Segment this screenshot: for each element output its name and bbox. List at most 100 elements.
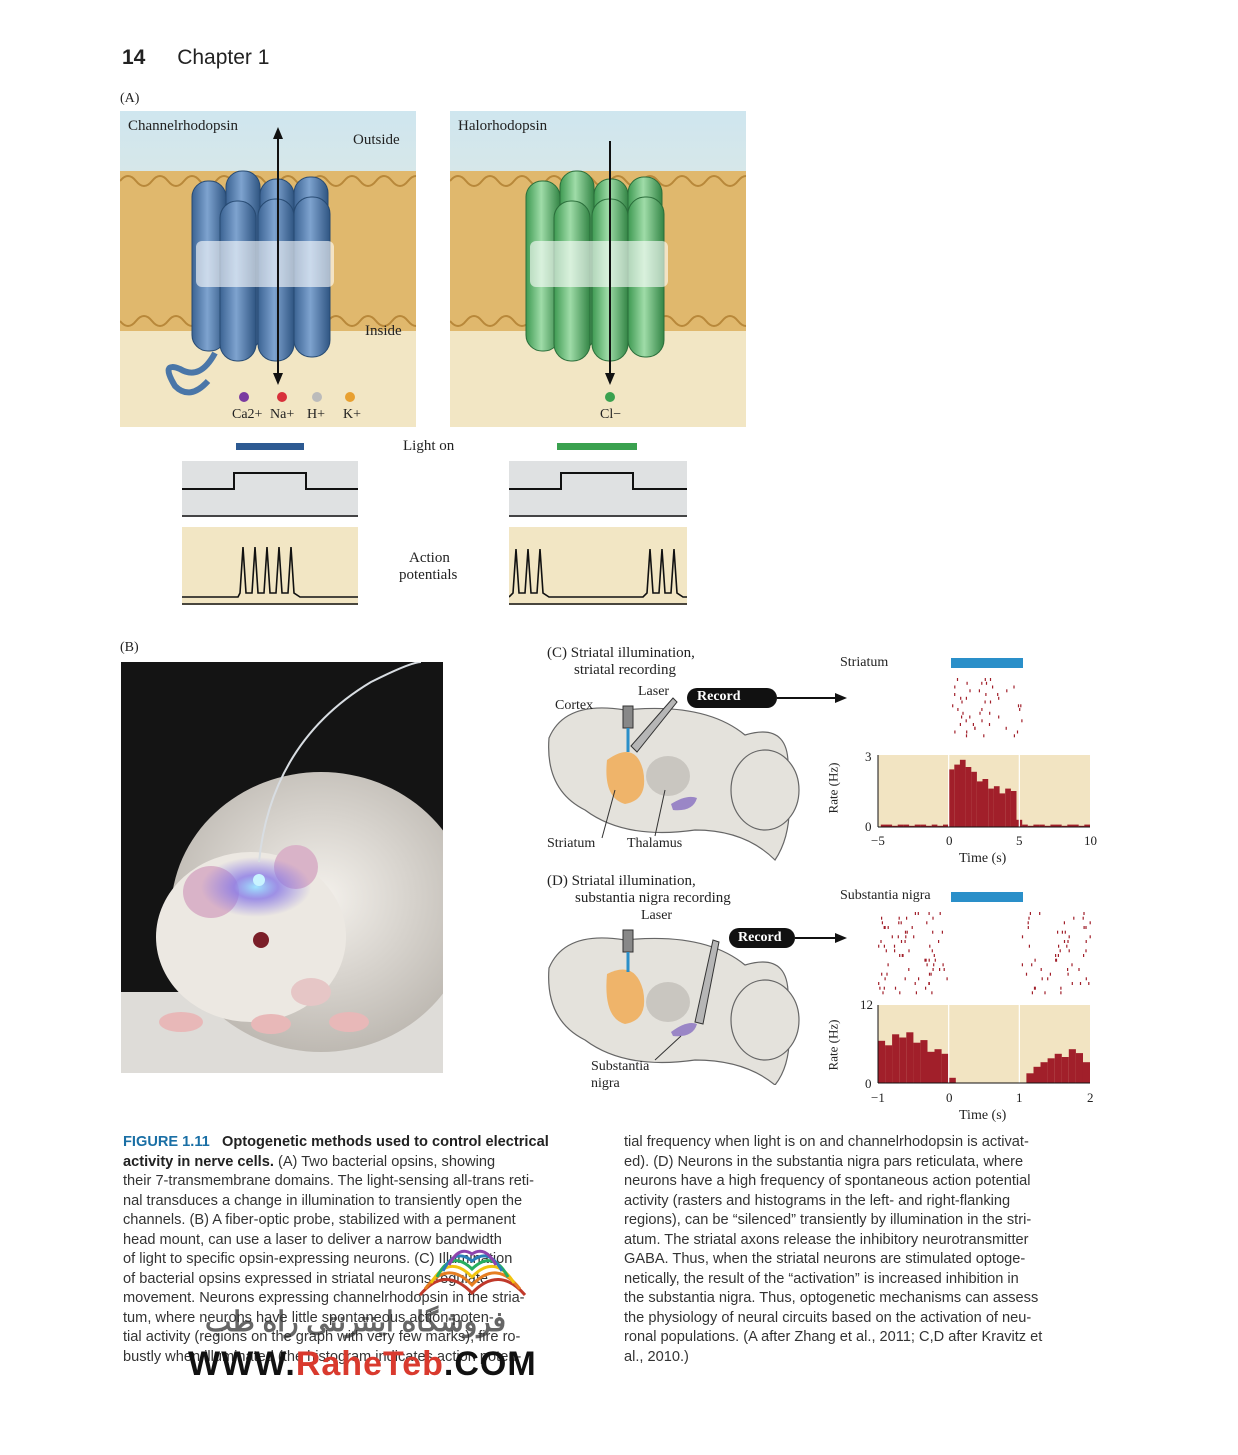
histogram-bar	[1047, 1058, 1055, 1083]
chart-c-xtick-3: 10	[1084, 833, 1097, 848]
raster-d	[878, 912, 1091, 995]
caption-heading: FIGURE 1.11 Optogenetic methods used to …	[123, 1133, 601, 1172]
histogram-bar	[993, 786, 1000, 827]
panel-a-label: (A)	[120, 91, 140, 106]
light-bar-d	[951, 892, 1023, 902]
chart-d-xtick-2: 1	[1016, 1090, 1023, 1105]
outside-label: Outside	[353, 132, 400, 148]
histogram-bar	[943, 824, 949, 827]
sn-label-line2: nigra	[591, 1076, 620, 1091]
histogram-bar	[897, 824, 904, 827]
histogram-bar	[1068, 1049, 1076, 1083]
halorhodopsin-figure: Halorhodopsin Cl−	[450, 111, 746, 427]
histogram-bar	[880, 824, 887, 827]
histogram-bar	[948, 1077, 956, 1083]
caption-line: (A) Two bacterial opsins, showing	[277, 1153, 496, 1170]
chart-d-ytick-top: 12	[860, 997, 873, 1012]
chart-c-ytick-zero: 0	[865, 819, 872, 834]
ion-na: Na+	[270, 407, 295, 422]
ion-k: K+	[343, 407, 362, 422]
substantia-nigra-label: Substantia nigra	[591, 1058, 649, 1092]
chart-c-xtick-2: 5	[1016, 833, 1023, 848]
caption-line: of light to specific opsin-expressing ne…	[123, 1251, 513, 1267]
histogram-bar	[954, 764, 960, 827]
histogram-bar	[1010, 791, 1017, 827]
watermark-suffix: .COM	[443, 1345, 537, 1383]
chart-d-xtick-1: 0	[946, 1090, 953, 1105]
histogram-bar	[1078, 825, 1085, 827]
histogram-bar	[999, 793, 1006, 827]
histogram-bar	[931, 824, 938, 827]
laser-label-d: Laser	[641, 908, 673, 923]
ion-ca: Ca2+	[232, 407, 263, 422]
histogram-bar	[878, 1040, 886, 1084]
histogram-bar	[1033, 824, 1040, 827]
raster-c	[952, 678, 1023, 738]
histogram-bar	[892, 825, 898, 827]
channelrhodopsin-illustration	[120, 111, 416, 427]
chart-d-ylabel: Rate (Hz)	[825, 1019, 841, 1071]
record-label-d: Record	[738, 930, 782, 945]
panel-d-title-line2: substantia nigra recording	[575, 890, 731, 906]
caption-line: neurons have a high frequency of spontan…	[624, 1173, 1031, 1189]
histogram-bar	[1005, 788, 1011, 827]
histogram-bar	[1073, 824, 1079, 827]
histogram-bar	[982, 779, 989, 827]
caption-line: tum, where neurons have little spontaneo…	[123, 1309, 494, 1326]
histogram-chart-c	[877, 755, 1090, 828]
light-on-label: Light on	[403, 438, 455, 454]
laser-label-c: Laser	[638, 684, 670, 699]
chart-d-xlabel: Time (s)	[959, 1108, 1007, 1123]
histogram-bar	[920, 1040, 928, 1083]
panel-c-title-line1: (C) Striatal illumination,	[547, 645, 695, 661]
inside-label: Inside	[365, 323, 402, 339]
caption-line: ed). (D) Neurons in the substantia nigra…	[624, 1153, 1024, 1170]
histogram-bar	[988, 788, 994, 827]
page-header: 14 Chapter 1	[122, 46, 269, 70]
figure-title: Optogenetic methods used to control elec…	[123, 1134, 549, 1170]
caption-line: tial activity (regions on the graph with…	[123, 1329, 521, 1345]
caption-line: head mount, can use a laser to deliver a…	[123, 1231, 502, 1248]
histogram-bar	[886, 824, 893, 827]
light-on-bar-green	[557, 443, 637, 450]
histogram-bar	[1050, 824, 1057, 827]
caption-line: bustly when illuminated (the histogram i…	[123, 1348, 522, 1365]
caption-line: GABA. Thus, when the striatal neurons ar…	[624, 1251, 1026, 1267]
histogram-bar	[965, 767, 972, 827]
caption-line: atum. The striatal axons release the inh…	[624, 1231, 1029, 1248]
book-logo-icon	[418, 1249, 527, 1296]
record-label-c: Record	[697, 689, 741, 704]
sn-label-line1: Substantia	[591, 1059, 650, 1074]
thalamus-label: Thalamus	[627, 836, 683, 851]
caption-line: regions), can be “silenced” transiently …	[624, 1212, 1032, 1228]
light-on-bar-blue	[236, 443, 304, 450]
caption-line: the physiology of neural circuits based …	[624, 1309, 1032, 1326]
histogram-bar	[1054, 1053, 1062, 1084]
action-label-line1: Action	[409, 550, 450, 566]
histogram-bar	[1044, 825, 1051, 827]
histogram-bar	[1040, 1062, 1048, 1083]
channelrhodopsin-figure: Channelrhodopsin Outside Inside Ca2+ Na+…	[120, 111, 416, 427]
caption-line: channels. (B) A fiber-optic probe, stabi…	[123, 1212, 516, 1228]
rat-photo	[121, 662, 443, 1073]
figure-label: FIGURE 1.11	[123, 1134, 210, 1150]
caption-line: ronal populations. (A after Zhang et al.…	[624, 1329, 1043, 1345]
chart-d-ytick-zero: 0	[865, 1076, 872, 1091]
action-label-line2: potentials	[399, 567, 458, 583]
histogram-bar	[1082, 1062, 1090, 1083]
chart-d-xtick-3: 2	[1087, 1090, 1094, 1105]
histogram-bar	[1067, 824, 1073, 827]
histogram-bar	[976, 781, 983, 827]
page-number: 14	[122, 46, 146, 69]
region-label-c: Striatum	[840, 655, 889, 670]
histogram-bar	[1084, 824, 1090, 827]
histogram-bar	[903, 824, 910, 827]
watermark-url: WWW.RaheTeb.COM	[188, 1345, 537, 1384]
caption-line: activity (rasters and histograms in the …	[624, 1192, 1011, 1209]
histogram-bar	[1022, 824, 1028, 827]
panel-c-title: (C) Striatal illumination, striatal reco…	[547, 645, 695, 679]
light-bar-c	[951, 658, 1023, 668]
histogram-bar	[926, 825, 932, 827]
histogram-bar	[892, 1034, 900, 1084]
action-potential-trace-right	[509, 527, 687, 605]
